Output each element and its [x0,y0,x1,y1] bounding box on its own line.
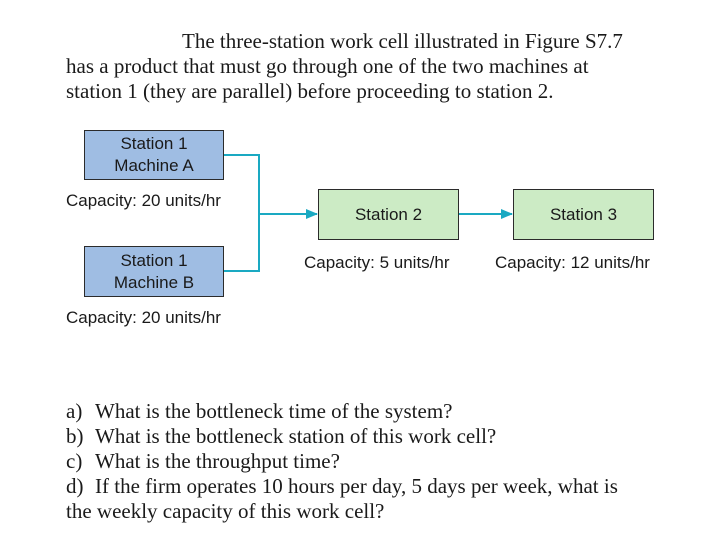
question-text: What is the throughput time? [95,449,340,473]
question-text: What is the bottleneck station of this w… [95,424,497,448]
station2-capacity: Capacity: 5 units/hr [304,253,450,272]
problem-intro: The three-station work cell illustrated … [66,29,686,104]
machine-b-capacity: Capacity: 20 units/hr [66,308,221,327]
machine-a-name-label: Machine A [114,156,194,175]
machine-b-station-label: Station 1 [120,250,188,270]
question-text: If the firm operates 10 hours per day, 5… [95,474,618,498]
question-label: c) [66,449,83,473]
intro-line: The three-station work cell illustrated … [182,29,623,53]
question-item: a) What is the bottleneck time of the sy… [66,399,686,424]
station3-capacity: Capacity: 12 units/hr [495,253,650,272]
station2-box: Station 2 [318,189,459,240]
question-item: d) If the firm operates 10 hours per day… [66,474,686,499]
machine-b-name-label: Machine B [113,272,195,292]
question-text: What is the bottleneck time of the syste… [95,399,453,423]
connector-machine-a [224,154,260,214]
question-list: a) What is the bottleneck time of the sy… [66,399,686,524]
station3-box: Station 3 [513,189,654,240]
intro-line: station 1 (they are parallel) before pro… [66,79,554,103]
machine-a-station-label: Station 1 [120,134,188,153]
question-continuation: the weekly capacity of this work cell? [66,499,385,523]
station2-label: Station 2 [354,204,423,224]
station1-machine-b-box: Station 1 Machine B [84,246,224,297]
question-label: a) [66,399,83,423]
question-label: d) [66,474,84,498]
intro-line: has a product that must go through one o… [66,54,589,78]
machine-a-capacity: Capacity: 20 units/hr [66,191,221,210]
question-item: b) What is the bottleneck station of thi… [66,424,686,449]
question-label: b) [66,424,84,448]
station1-machine-a-box: Station 1 Machine A [84,130,224,180]
station3-label: Station 3 [549,204,618,224]
question-item: c) What is the throughput time? [66,449,686,474]
connector-machine-b [224,214,260,272]
